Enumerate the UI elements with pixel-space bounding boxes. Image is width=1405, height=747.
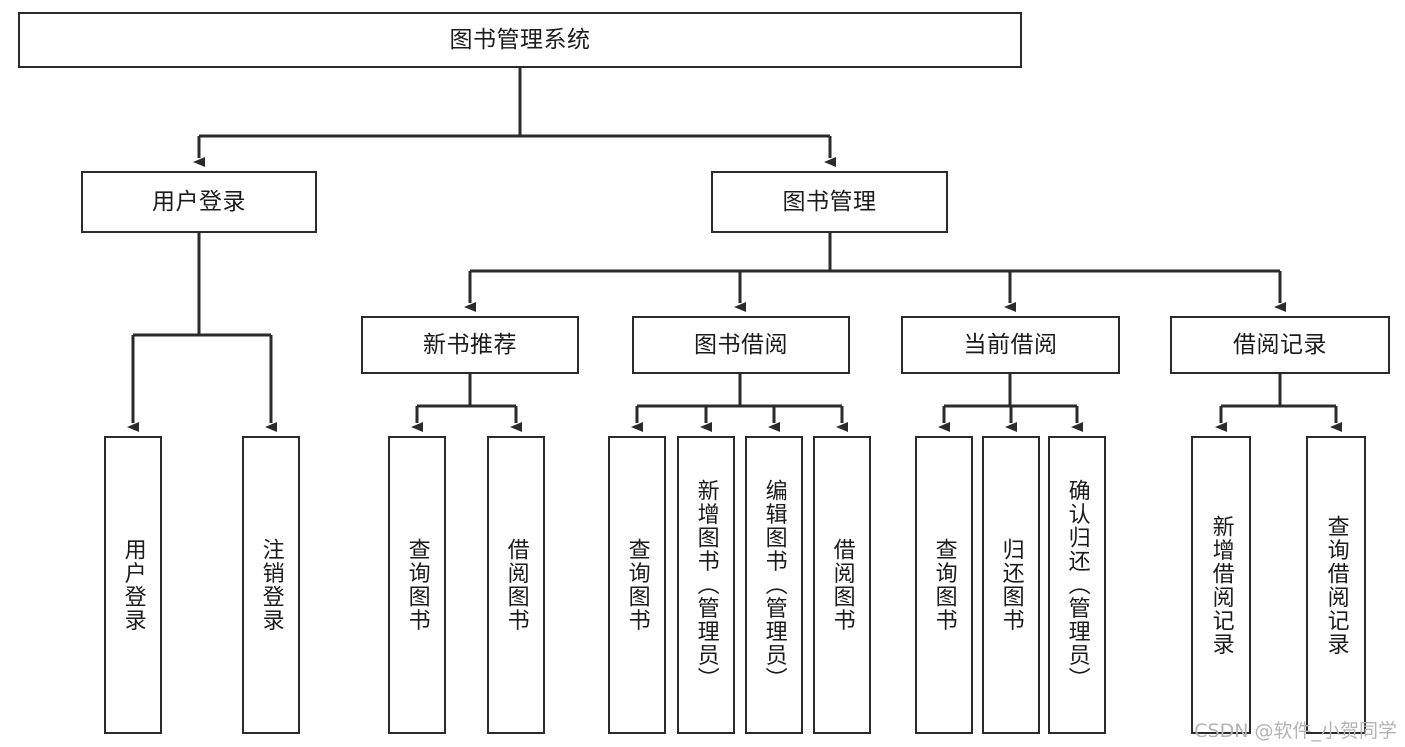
node-book-management-label: 图书管理 (782, 188, 877, 215)
node-leaf-return-book-label: 归还图书 (998, 538, 1024, 632)
node-leaf-query-book-1-label: 查询图书 (404, 538, 430, 632)
node-new-book-recommend-label: 新书推荐 (423, 331, 517, 358)
node-current-borrow-label: 当前借阅 (963, 331, 1058, 358)
node-book-borrow-label: 图书借阅 (694, 331, 788, 358)
node-leaf-query-book-3-label: 查询图书 (931, 538, 957, 632)
node-leaf-query-record-label: 查询借阅记录 (1323, 514, 1349, 656)
node-user-login-label: 用户登录 (152, 188, 246, 215)
node-root-label: 图书管理系统 (449, 26, 591, 53)
node-leaf-add-book-label: 新增图书（管理员） (693, 479, 719, 691)
node-leaf-query-record[interactable]: 查询借阅记录 (1306, 436, 1366, 734)
node-leaf-add-record-label: 新增借阅记录 (1208, 514, 1234, 656)
node-leaf-query-book-1[interactable]: 查询图书 (388, 436, 446, 734)
node-leaf-borrow-book-2[interactable]: 借阅图书 (813, 436, 871, 734)
node-leaf-borrow-book-2-label: 借阅图书 (829, 538, 855, 632)
node-leaf-query-book-2-label: 查询图书 (624, 538, 650, 632)
csdn-watermark: CSDN @软件_小贺同学 (1194, 720, 1397, 742)
node-borrow-record-label: 借阅记录 (1233, 331, 1327, 358)
node-new-book-recommend[interactable]: 新书推荐 (361, 316, 579, 374)
node-leaf-logout[interactable]: 注销登录 (242, 436, 300, 734)
node-user-login[interactable]: 用户登录 (81, 171, 317, 233)
node-leaf-query-book-3[interactable]: 查询图书 (915, 436, 973, 734)
node-leaf-user-login[interactable]: 用户登录 (104, 436, 162, 734)
node-leaf-add-book[interactable]: 新增图书（管理员） (677, 436, 735, 734)
node-leaf-add-record[interactable]: 新增借阅记录 (1191, 436, 1251, 734)
node-root[interactable]: 图书管理系统 (18, 12, 1022, 68)
node-leaf-confirm-return-label: 确认归还（管理员） (1064, 479, 1090, 691)
node-leaf-logout-label: 注销登录 (258, 538, 284, 632)
node-leaf-borrow-book-1[interactable]: 借阅图书 (487, 436, 545, 734)
node-current-borrow[interactable]: 当前借阅 (901, 316, 1120, 374)
node-borrow-record[interactable]: 借阅记录 (1170, 316, 1390, 374)
node-leaf-query-book-2[interactable]: 查询图书 (608, 436, 666, 734)
node-book-management[interactable]: 图书管理 (711, 171, 948, 233)
node-leaf-confirm-return[interactable]: 确认归还（管理员） (1048, 436, 1106, 734)
node-leaf-edit-book[interactable]: 编辑图书（管理员） (745, 436, 803, 734)
node-book-borrow[interactable]: 图书借阅 (632, 316, 850, 374)
node-leaf-return-book[interactable]: 归还图书 (982, 436, 1040, 734)
node-leaf-user-login-label: 用户登录 (120, 538, 146, 632)
node-leaf-borrow-book-1-label: 借阅图书 (503, 538, 529, 632)
node-leaf-edit-book-label: 编辑图书（管理员） (761, 479, 787, 691)
